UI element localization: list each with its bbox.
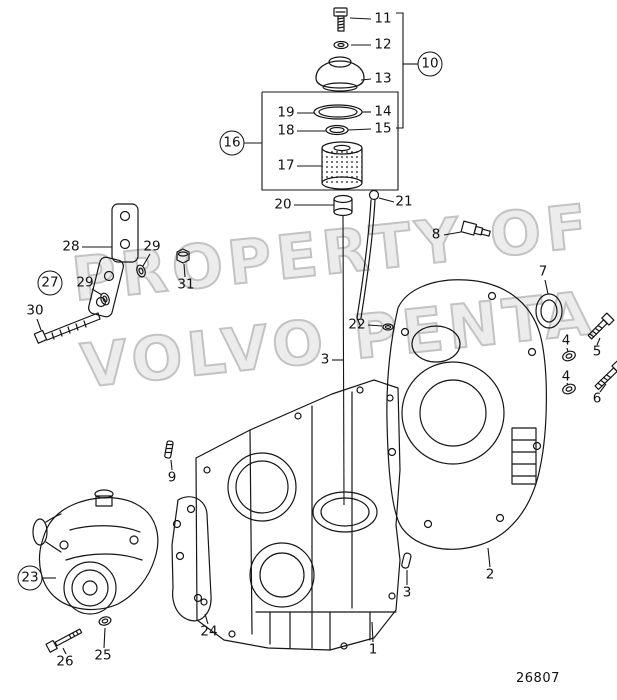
o-ring-22 (382, 323, 394, 331)
leader-line (371, 621, 374, 643)
leader-line (170, 459, 173, 471)
figure-number: 26807 (516, 671, 560, 686)
bolt-5 (587, 312, 615, 340)
leader-line (544, 279, 549, 295)
leader-line (360, 78, 372, 81)
stud-9 (164, 440, 174, 459)
leader-line (566, 347, 569, 353)
leader-line (261, 91, 399, 191)
dowel-pin-3 (401, 552, 412, 569)
leader-line (349, 17, 372, 20)
callout-2: 2 (485, 566, 495, 583)
callout-17: 17 (277, 157, 295, 174)
bolt-6 (594, 360, 617, 391)
breather-cap-13 (315, 56, 365, 92)
gasket-24 (171, 496, 212, 622)
flywheel-housing-2 (386, 279, 547, 550)
sleeve-20 (333, 194, 353, 217)
callout-8: 8 (431, 226, 441, 243)
callout-10: 10 (417, 51, 443, 77)
leader-line (487, 547, 491, 568)
callout-19: 19 (277, 104, 295, 121)
seal-ring-7 (535, 293, 563, 329)
callout-29: 29 (76, 274, 94, 291)
leader-line (599, 383, 607, 393)
callout-16: 16 (219, 130, 245, 156)
leader-line (347, 128, 372, 131)
leader-line (36, 318, 42, 331)
callout-3: 3 (402, 584, 412, 601)
washer-25 (98, 616, 112, 626)
callout-14: 14 (374, 103, 392, 120)
leader-line (367, 324, 383, 327)
bolt-26 (45, 628, 83, 653)
pump-housing-23 (32, 489, 159, 615)
callout-4: 4 (561, 368, 571, 385)
filter-cartridge-17 (321, 141, 363, 190)
callout-29: 29 (143, 238, 161, 255)
leader-line (443, 231, 462, 236)
leader-line (142, 253, 151, 267)
callout-28: 28 (62, 238, 80, 255)
leader-line (378, 197, 395, 203)
callout-23: 23 (17, 565, 43, 591)
callout-15: 15 (374, 120, 392, 137)
callout-12: 12 (374, 36, 392, 53)
nut-31 (176, 248, 190, 264)
cylinder-block-1 (195, 379, 401, 651)
callout-11: 11 (374, 10, 392, 27)
callout-9: 9 (167, 469, 177, 486)
leader-line (62, 647, 67, 655)
bolt-11 (333, 7, 348, 32)
leader-line (396, 12, 404, 129)
callout-27: 27 (37, 270, 63, 296)
callout-26: 26 (56, 653, 74, 670)
washer-29-lower (100, 292, 110, 306)
callout-18: 18 (277, 122, 295, 139)
leader-line (204, 613, 209, 625)
callout-22: 22 (348, 316, 366, 333)
leader-line (183, 263, 186, 278)
callout-5: 5 (592, 343, 602, 360)
washer-12 (333, 40, 349, 50)
leader-line (566, 382, 569, 386)
leader-line (342, 215, 345, 506)
callout-4: 4 (561, 332, 571, 349)
callout-13: 13 (374, 70, 392, 87)
leader-line (103, 627, 106, 649)
sensor-8 (460, 220, 491, 237)
callout-21: 21 (395, 193, 413, 210)
callout-1: 1 (368, 641, 378, 658)
leader-line (91, 288, 103, 296)
washer-29-upper (136, 264, 146, 278)
callout-6: 6 (592, 390, 602, 407)
callout-20: 20 (274, 196, 292, 213)
leader-line (596, 337, 601, 346)
callout-24: 24 (200, 623, 218, 640)
callout-25: 25 (94, 647, 112, 664)
bolt-30 (33, 312, 101, 344)
callout-31: 31 (177, 276, 195, 293)
callout-30: 30 (26, 302, 44, 319)
callout-3: 3 (320, 351, 330, 368)
callout-7: 7 (538, 263, 548, 280)
